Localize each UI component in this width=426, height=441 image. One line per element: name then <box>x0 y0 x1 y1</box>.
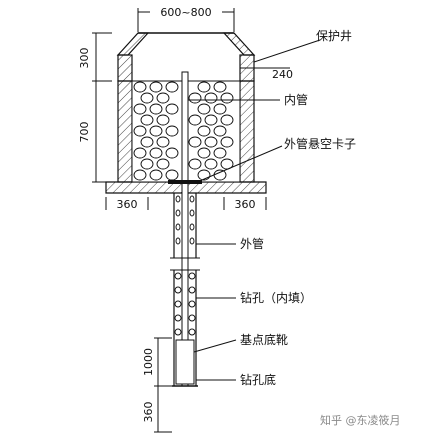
gravel-stone <box>188 314 196 322</box>
gravel-stone <box>197 147 211 159</box>
gravel-stone <box>174 328 182 336</box>
well-left-shoulder <box>116 32 150 56</box>
pipes <box>168 71 202 387</box>
label-outer-pipe: 外管 <box>240 236 264 251</box>
gravel-stone <box>189 209 195 217</box>
gravel-stone <box>188 272 196 280</box>
gravel-stone <box>165 81 179 93</box>
gravel-stone <box>204 136 218 148</box>
gravel-stone <box>133 169 147 181</box>
gravel-stone <box>197 169 211 181</box>
well-left-upper-wall <box>117 54 133 82</box>
gravel-stone <box>213 169 227 181</box>
outer-pipe-hanger <box>168 180 202 184</box>
gravel-stone <box>204 92 218 104</box>
dim-base-right: 360 <box>235 198 256 211</box>
gravel-stone <box>174 286 182 294</box>
gravel-stone <box>175 209 181 217</box>
gravel-stone <box>204 114 218 126</box>
dim-base-left: 360 <box>117 198 138 211</box>
gravel-stone <box>140 136 154 148</box>
protective-well <box>105 32 267 194</box>
gravel-stone <box>156 136 170 148</box>
gravel-stone <box>156 92 170 104</box>
well-left-lower-wall <box>117 80 133 183</box>
gravel-stone <box>175 237 181 245</box>
gravel-stone <box>189 195 195 203</box>
dim-top-opening: 600~800 <box>160 6 211 19</box>
gravel-stone <box>220 92 234 104</box>
gravel-stone <box>213 103 227 115</box>
gravel-stone <box>189 237 195 245</box>
gravel-stone <box>188 328 196 336</box>
gravel-stone <box>174 272 182 280</box>
gravel-stone <box>188 300 196 308</box>
gravel-stone <box>213 147 227 159</box>
base-point-shoe <box>175 339 195 385</box>
gravel-stone <box>133 125 147 137</box>
gravel-stone <box>165 147 179 159</box>
gravel-stone <box>204 158 218 170</box>
label-outer-pipe-hanger: 外管悬空卡子 <box>284 136 356 151</box>
gravel-stone <box>174 300 182 308</box>
gravel-stone <box>220 114 234 126</box>
dim-hole-bottom-segment: 1000 <box>142 348 155 376</box>
gravel-stones <box>133 81 234 181</box>
gravel-stone <box>149 125 163 137</box>
gravel-stone <box>165 125 179 137</box>
inner-pipe <box>181 71 189 387</box>
borehole-fill-stones <box>174 195 196 336</box>
gravel-stone <box>165 169 179 181</box>
label-protective-well: 保护井 <box>316 29 352 43</box>
gravel-stone <box>156 114 170 126</box>
gravel-stone <box>133 81 147 93</box>
dim-well-upper-height: 300 <box>78 48 91 69</box>
label-inner-pipe: 内管 <box>284 92 308 107</box>
label-borehole-bottom: 钻孔底 <box>240 372 276 387</box>
dim-wall-thickness: 240 <box>272 68 293 81</box>
gravel-stone <box>140 114 154 126</box>
gravel-stone <box>174 314 182 322</box>
dimensions: 600~800 300 700 240 360 360 1000 360 <box>78 4 293 433</box>
gravel-stone <box>140 158 154 170</box>
gravel-stone <box>188 158 202 170</box>
gravel-stone <box>175 195 181 203</box>
dim-hole-bottom-extension: 360 <box>142 402 155 423</box>
well-right-shoulder <box>222 32 256 56</box>
gravel-stone <box>175 223 181 231</box>
label-base-point-shoe: 基点底靴 <box>240 332 288 347</box>
gravel-stone <box>149 169 163 181</box>
gravel-stone <box>156 158 170 170</box>
gravel-stone <box>133 103 147 115</box>
labels: 保护井 内管 外管悬空卡子 外管 钻孔（内填） 基点底靴 钻孔底 <box>188 29 356 387</box>
gravel-stone <box>188 114 202 126</box>
gravel-stone <box>149 147 163 159</box>
gravel-stone <box>188 92 202 104</box>
gravel-stone <box>165 103 179 115</box>
gravel-stone <box>188 286 196 294</box>
gravel-stone <box>133 147 147 159</box>
watermark: 知乎 @东凌筱月 <box>320 413 401 427</box>
gravel-stone <box>197 103 211 115</box>
gravel-stone <box>220 136 234 148</box>
gravel-stone <box>197 125 211 137</box>
dim-well-lower-height: 700 <box>78 122 91 143</box>
gravel-stone <box>188 136 202 148</box>
gravel-stone <box>213 125 227 137</box>
gravel-stone <box>149 103 163 115</box>
gravel-stone <box>189 223 195 231</box>
well-right-lower-wall <box>239 80 255 183</box>
gravel-stone <box>197 81 211 93</box>
label-borehole-fill: 钻孔（内填） <box>240 290 312 305</box>
gravel-stone <box>213 81 227 93</box>
gravel-stone <box>149 81 163 93</box>
gravel-stone <box>140 92 154 104</box>
